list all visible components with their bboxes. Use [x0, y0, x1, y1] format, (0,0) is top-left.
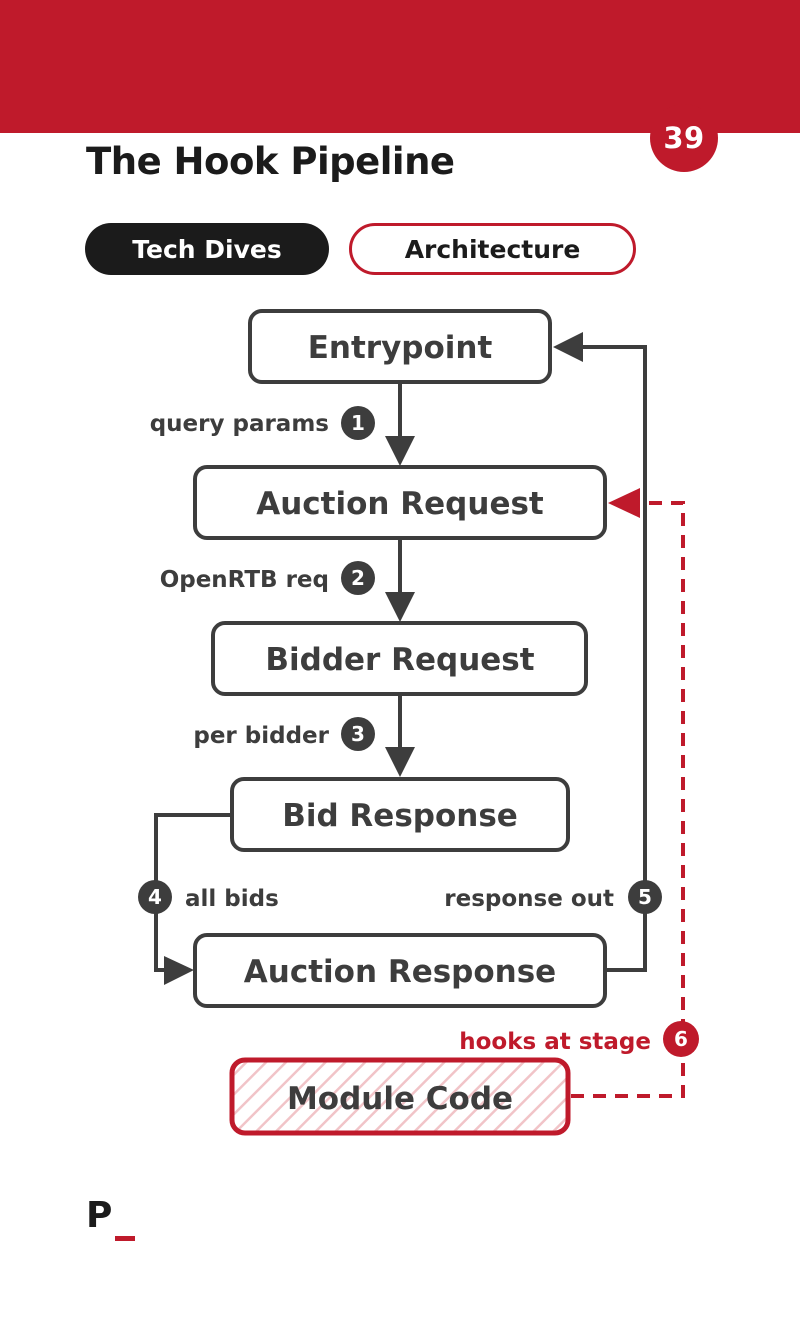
svg-text:all bids: all bids — [185, 886, 279, 912]
edge-2-label: OpenRTB req 2 — [160, 561, 375, 595]
svg-text:3: 3 — [351, 722, 365, 746]
svg-text:response out: response out — [444, 886, 614, 912]
page-title: The Hook Pipeline — [86, 140, 455, 183]
svg-text:4: 4 — [148, 885, 162, 909]
tag-architecture[interactable]: Architecture — [349, 223, 636, 275]
edge-1-label: query params 1 — [150, 406, 375, 440]
arrowhead-3 — [385, 747, 415, 777]
svg-text:Auction Request: Auction Request — [256, 486, 544, 522]
edge-4-label: 4 all bids — [138, 880, 279, 914]
logo-underscore — [115, 1236, 135, 1241]
node-auction-response: Auction Response — [193, 933, 607, 1008]
arrowhead-4 — [164, 956, 194, 985]
arrowhead-1 — [385, 436, 415, 466]
edge-3-label: per bidder 3 — [193, 717, 375, 751]
edge-5-label: response out 5 — [444, 880, 662, 914]
brand-logo: P — [86, 1198, 146, 1248]
tag-tech-dives[interactable]: Tech Dives — [85, 223, 329, 275]
svg-text:Entrypoint: Entrypoint — [308, 330, 493, 366]
node-bidder-request: Bidder Request — [211, 621, 588, 696]
step-4-badge — [138, 880, 172, 914]
svg-text:Bid Response: Bid Response — [282, 798, 518, 834]
node-auction-request: Auction Request — [193, 465, 607, 540]
svg-text:5: 5 — [638, 885, 652, 909]
arrowhead-6 — [608, 488, 640, 518]
node-entrypoint: Entrypoint — [248, 309, 552, 384]
svg-text:Module Code: Module Code — [287, 1081, 513, 1117]
step-3-badge — [341, 717, 375, 751]
edge-6-label: hooks at stage 6 — [459, 1021, 699, 1057]
svg-text:query params: query params — [150, 411, 329, 437]
arrowhead-5 — [553, 332, 583, 362]
step-5-badge — [628, 880, 662, 914]
svg-text:hooks at stage: hooks at stage — [459, 1029, 651, 1055]
node-module-code: Module Code — [229, 1057, 571, 1136]
step-2-badge — [341, 561, 375, 595]
svg-text:per bidder: per bidder — [193, 723, 329, 749]
svg-text:1: 1 — [351, 411, 365, 435]
svg-text:6: 6 — [674, 1027, 688, 1051]
svg-text:Auction Response: Auction Response — [244, 954, 556, 990]
svg-text:OpenRTB req: OpenRTB req — [160, 567, 329, 593]
step-1-badge — [341, 406, 375, 440]
logo-letter: P — [86, 1195, 113, 1236]
svg-text:Bidder Request: Bidder Request — [265, 642, 534, 678]
node-bid-response: Bid Response — [230, 777, 570, 852]
svg-text:2: 2 — [351, 566, 365, 590]
step-6-badge — [663, 1021, 699, 1057]
arrowhead-2 — [385, 592, 415, 622]
page-number-badge: 39 — [650, 104, 718, 172]
